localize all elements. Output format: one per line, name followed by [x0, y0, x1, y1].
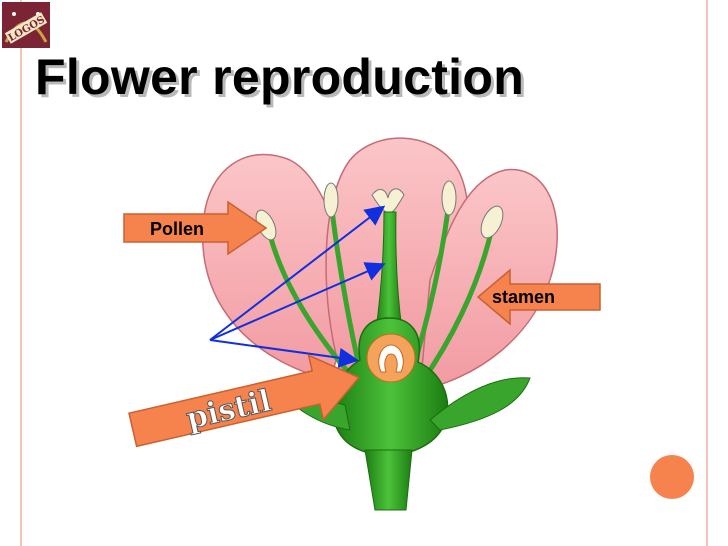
slide-title: Flower reproduction	[35, 49, 525, 105]
sepal-right	[429, 377, 531, 431]
arrow-right-icon	[128, 354, 361, 448]
pointer-arrow-icon	[209, 262, 386, 341]
pollen-label: Pollen	[150, 219, 204, 239]
anther	[480, 205, 504, 239]
left-border-line	[20, 0, 22, 546]
right-border-line	[706, 0, 708, 546]
pollen-callout: Pollen	[123, 200, 268, 256]
arrow-left-icon	[476, 268, 601, 326]
ovule-chamber	[366, 333, 416, 383]
receptacle-stem	[364, 449, 413, 511]
petal-right	[419, 168, 558, 391]
pointer-arrow-icon	[209, 339, 359, 368]
anther	[441, 180, 457, 216]
ovule	[378, 344, 404, 373]
pointer-lines	[209, 205, 386, 368]
logos-logo-icon: LOGOS	[2, 2, 50, 48]
arrow-right-icon	[123, 200, 268, 256]
pistil-callout: pistil	[128, 354, 361, 448]
decorative-circle	[650, 455, 694, 499]
pistil-label: pistil	[183, 383, 275, 436]
stamen-label: stamen	[492, 287, 555, 307]
pointer-arrow-icon	[209, 205, 386, 341]
anther	[323, 182, 339, 218]
stamen-callout: stamen	[476, 268, 601, 326]
pistil	[332, 188, 449, 511]
